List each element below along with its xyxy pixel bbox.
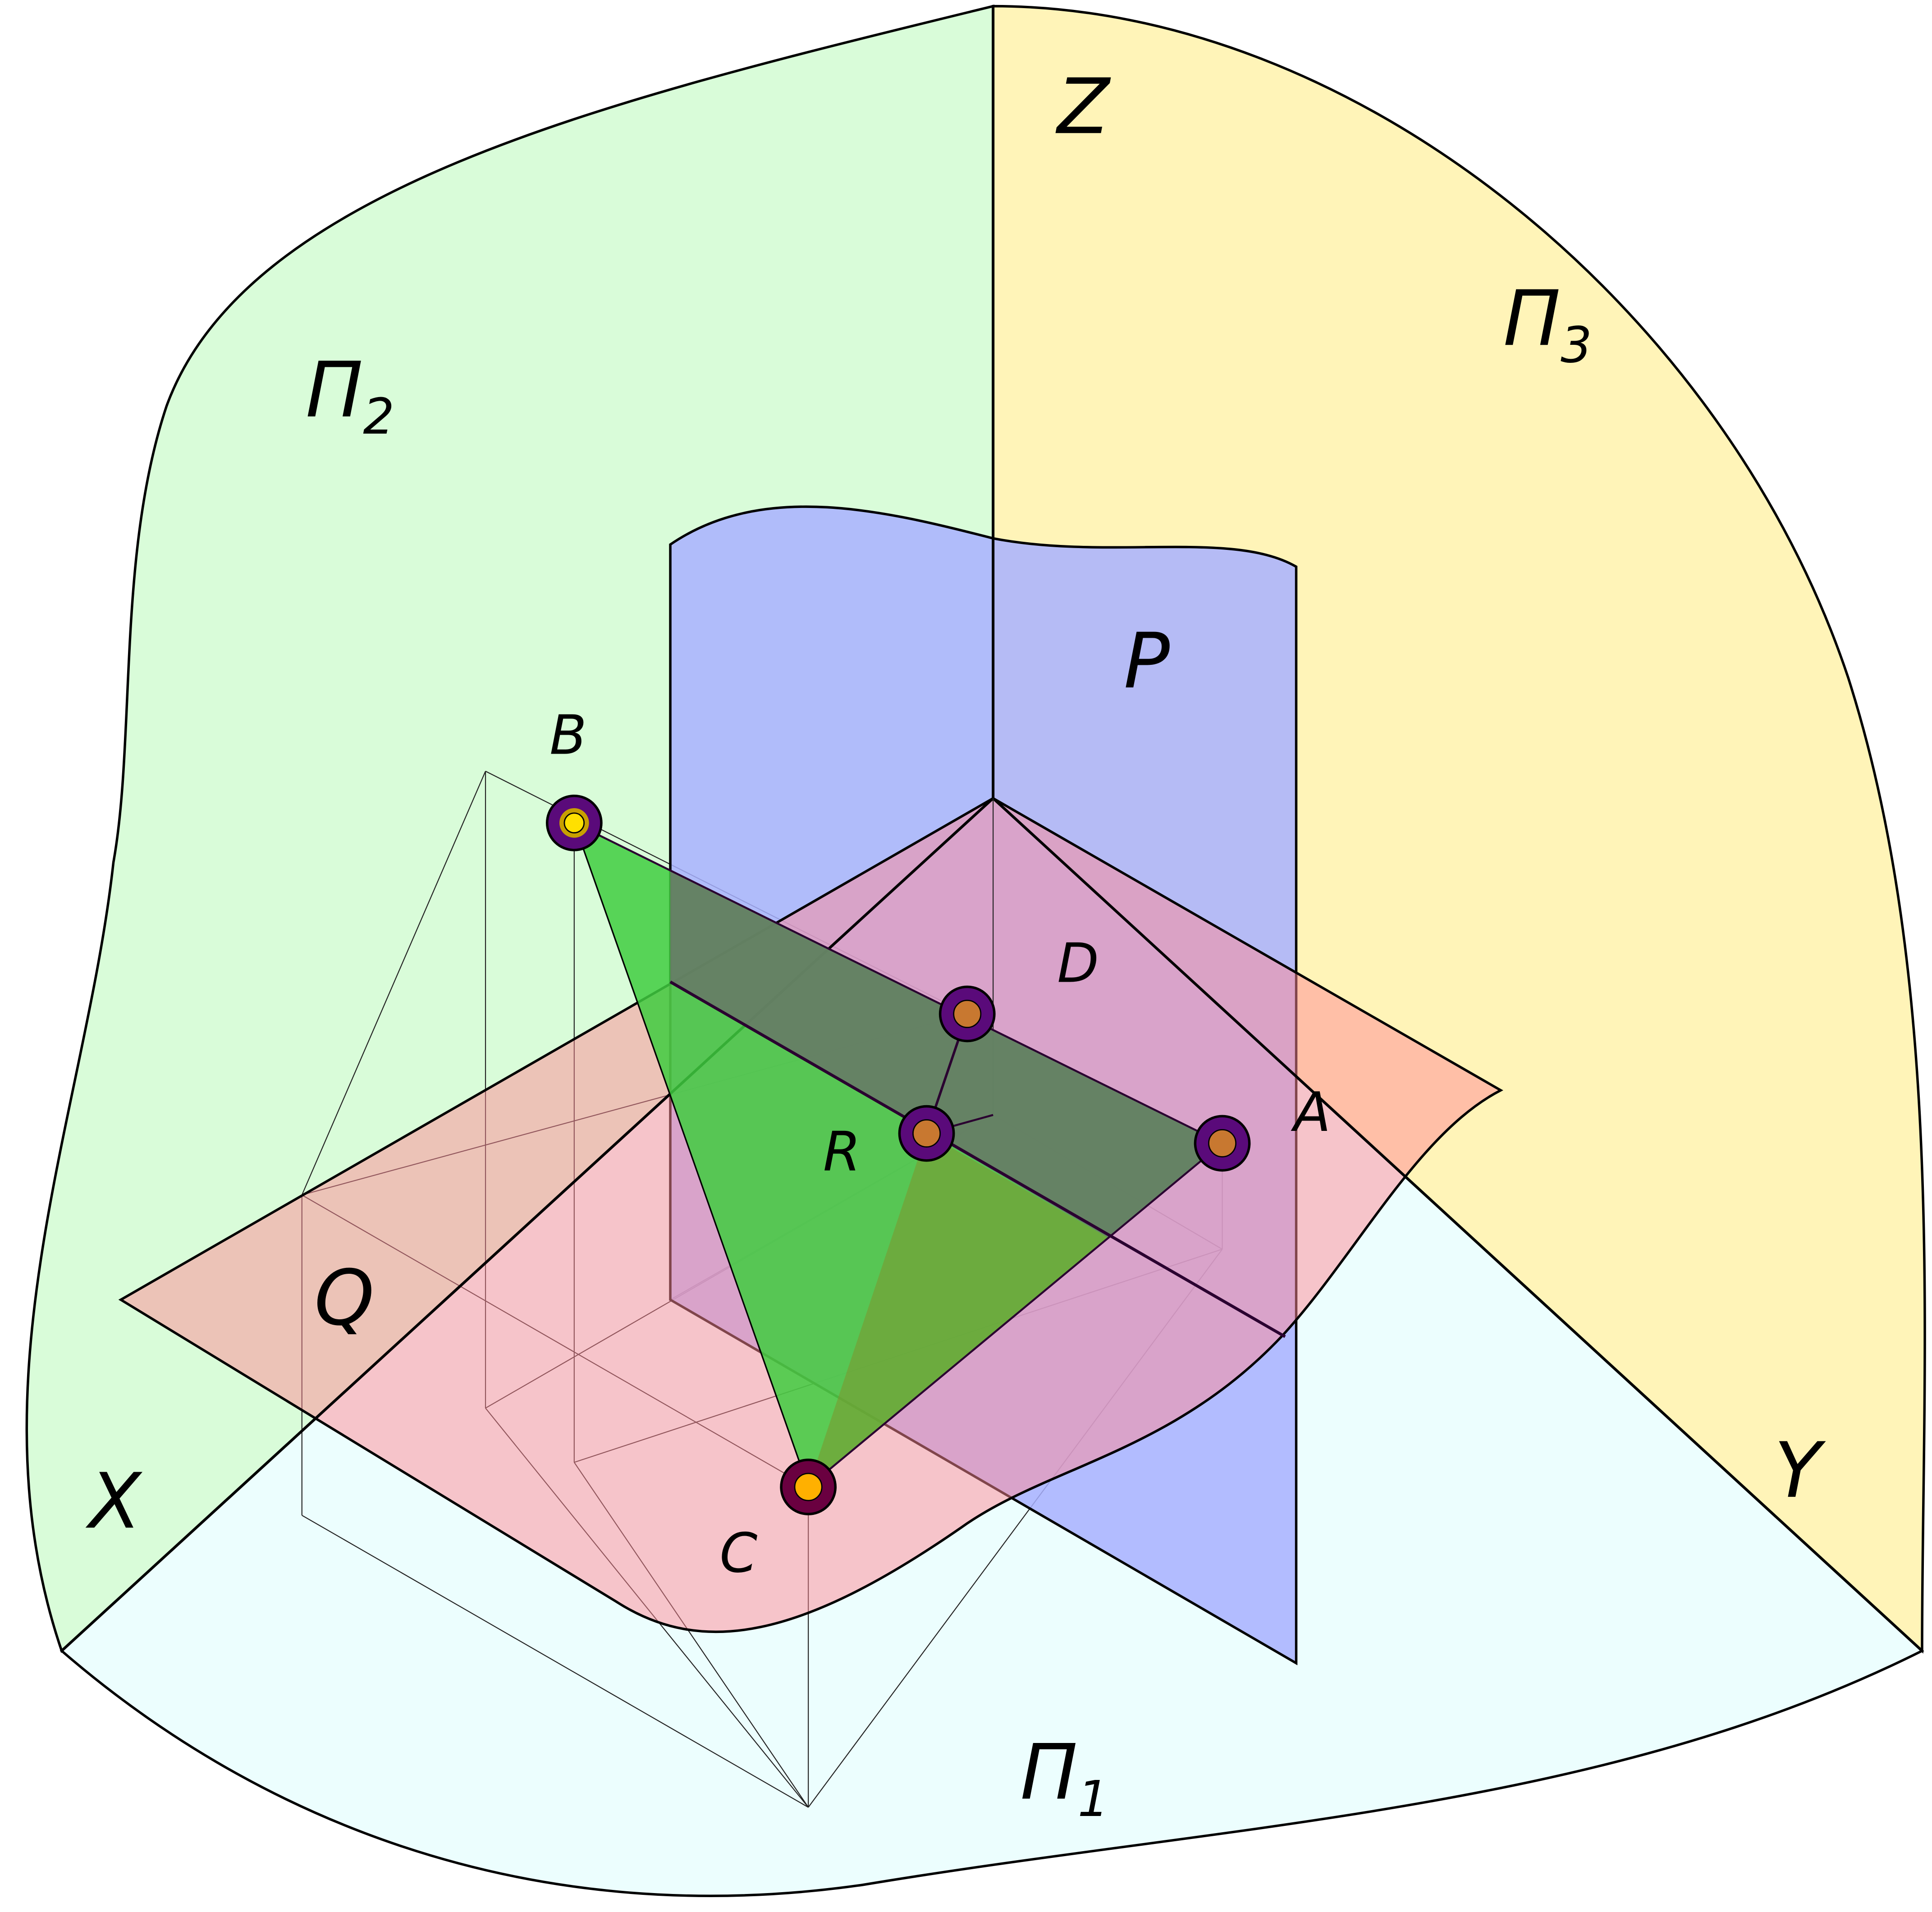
point-a (1194, 1115, 1251, 1172)
point-r (898, 1105, 955, 1162)
plane-pi3 (992, 5, 1926, 1654)
point-c (780, 1459, 837, 1515)
pi-symbol: Π (1020, 1728, 1077, 1817)
pi-symbol: Π (1503, 274, 1561, 363)
label-axis-z: Z (1055, 62, 1111, 151)
label-point-b: B (549, 704, 587, 767)
label-pi3: Π3 (1503, 274, 1592, 374)
point-b (545, 794, 603, 851)
pi2-subscript: 2 (363, 388, 394, 445)
pi1-subscript: 1 (1078, 1770, 1109, 1828)
pq-intersection-line (669, 980, 1286, 1338)
label-pi1: Π1 (1020, 1728, 1109, 1828)
label-axis-x: X (85, 1457, 143, 1546)
line-ac (807, 1142, 1223, 1488)
label-point-r: R (823, 1121, 861, 1184)
pi-symbol: Π (306, 346, 363, 435)
axis-y (992, 797, 1923, 1652)
label-point-c: C (719, 1522, 757, 1585)
triangle-lower-shade (808, 1133, 1109, 1487)
label-plane-q: Q (314, 1253, 374, 1342)
label-plane-p: P (1124, 617, 1170, 705)
label-point-d: D (1057, 932, 1099, 995)
pi3-subscript: 3 (1561, 317, 1592, 374)
axis-x (60, 797, 994, 1652)
label-axis-y: Y (1774, 1426, 1826, 1515)
point-d (939, 985, 996, 1043)
line-ba (573, 822, 1223, 1144)
label-point-a: A (1291, 1081, 1331, 1144)
overlap-region (670, 871, 1222, 1238)
label-pi2: Π2 (306, 346, 394, 445)
